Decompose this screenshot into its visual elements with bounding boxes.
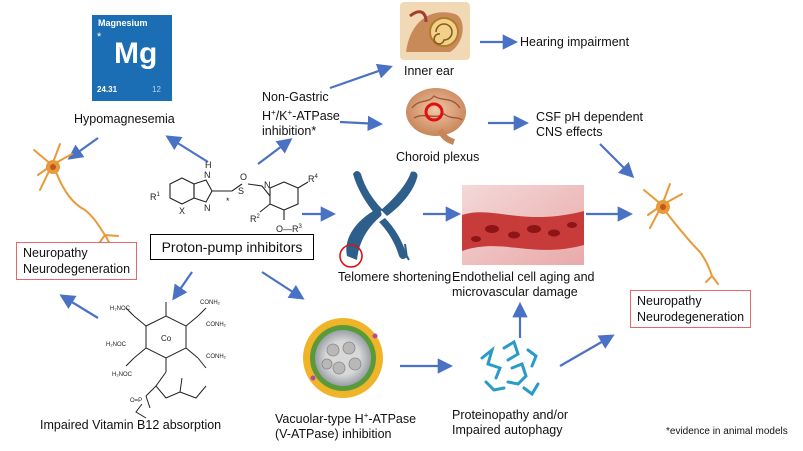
svg-text:Co: Co <box>161 334 172 343</box>
svg-text:CONH₂: CONH₂ <box>206 354 227 360</box>
vatpase-line1: Vacuolar-type H+-ATPase <box>275 411 417 427</box>
neuropathy-right-line2: Neurodegeneration <box>637 310 745 324</box>
neuropathy-box-left: Neuropathy Neurodegeneration <box>16 242 138 280</box>
choroid-plexus-label: Choroid plexus <box>396 150 480 164</box>
mg-star: * <box>97 31 102 43</box>
arrow-nongastric-to-innerear <box>329 63 393 90</box>
neuropathy-right-line1: Neuropathy <box>637 294 702 308</box>
vatpase-label: Vacuolar-type H+-ATPase (V-ATPase) inhib… <box>275 408 416 442</box>
ppi-r2: R2 <box>250 214 261 224</box>
arrow-csf-to-neuron <box>599 143 635 179</box>
arrow-ppi-to-vatpase <box>261 271 305 300</box>
svg-text:H₂NOC: H₂NOC <box>106 342 127 348</box>
nongastric-line3: inhibition* <box>262 124 317 139</box>
ppi-r3: O—R3 <box>276 224 303 234</box>
blood-vessel-icon <box>462 185 584 265</box>
ppi-n2: N <box>204 203 211 213</box>
hearing-impairment-label: Hearing impairment <box>520 35 630 49</box>
vatpase-line2: (V-ATPase) inhibition <box>275 427 392 442</box>
proteinopathy-label: Proteinopathy and/or Impaired autophagy <box>452 408 568 438</box>
ppi-r1: R1 <box>150 192 161 202</box>
svg-text:O=P: O=P <box>130 398 142 404</box>
ppi-h: H <box>205 160 212 170</box>
ppi-n1: N <box>204 170 211 180</box>
proteinopathy-line2: Impaired autophagy <box>452 423 563 437</box>
neuropathy-left-line1: Neuropathy <box>23 246 88 260</box>
nongastric-line1: Non-Gastric <box>262 90 329 104</box>
svg-text:CONH₂: CONH₂ <box>206 322 227 328</box>
hypomagnesemia-label: Hypomagnesemia <box>74 112 175 126</box>
protein-aggregate-icon <box>480 339 540 397</box>
arrows <box>59 34 635 374</box>
vatpase-icon <box>303 318 383 398</box>
nongastric-line2: H+/K+-ATPase <box>262 108 340 124</box>
endothelial-line2: microvascular damage <box>452 285 578 299</box>
mg-element-name: Magnesium <box>98 18 148 28</box>
magnesium-tile: Magnesium * Mg 24.31 12 <box>92 15 172 101</box>
arrow-ppi-to-nongastric <box>257 138 293 165</box>
endothelial-label: Endothelial cell aging and microvascular… <box>452 270 594 300</box>
telomere-label: Telomere shortening <box>338 270 452 284</box>
ppi-n3: N <box>264 180 271 190</box>
svg-text:H₂NOC: H₂NOC <box>112 372 133 378</box>
ppi-s: S <box>238 186 244 196</box>
footnote: *evidence in animal models <box>666 426 788 437</box>
ppi-o: O <box>240 172 247 182</box>
endothelial-line1: Endothelial cell aging and <box>452 270 595 284</box>
ppi-box: Proton-pump inhibitors <box>150 234 314 260</box>
arrow-nongastric-to-choroid <box>339 115 384 132</box>
mg-mass: 24.31 <box>97 85 118 94</box>
ppi-star: * <box>226 196 230 206</box>
neuropathy-left-line2: Neurodegeneration <box>23 262 131 276</box>
chromosome-icon <box>339 171 418 268</box>
cobalamin-structure-icon: Co H₂NOC CONH₂ CONH₂ H₂NOC CONH₂ H₂NOC O… <box>106 300 227 419</box>
neuron-icon <box>643 183 719 285</box>
arrow-hypomagnesemia-to-neuron <box>67 137 99 160</box>
csf-label: CSF pH dependent CNS effects <box>536 110 643 140</box>
ppi-x: X <box>179 206 185 216</box>
inner-ear-label: Inner ear <box>404 64 455 78</box>
neuron-icon <box>33 143 119 245</box>
nongastric-label: Non-Gastric H+/K+-ATPase inhibition* <box>262 90 340 139</box>
ppi-r4: R4 <box>308 174 319 184</box>
csf-line2: CNS effects <box>536 125 603 139</box>
mg-symbol: Mg <box>114 37 158 70</box>
b12-label: Impaired Vitamin B12 absorption <box>40 418 222 432</box>
neuropathy-box-right: Neuropathy Neurodegeneration <box>630 290 752 328</box>
arrow-ppi-to-hypomagnesemia <box>165 135 209 163</box>
ppi-structure-icon: R1 X N H N S * O N R4 R2 O—R3 <box>150 160 319 234</box>
svg-text:CONH₂: CONH₂ <box>200 300 221 306</box>
csf-line1: CSF pH dependent <box>536 110 644 124</box>
arrow-b12-to-neuroleft <box>59 294 99 319</box>
svg-text:H₂NOC: H₂NOC <box>110 306 131 312</box>
mg-atomic-number: 12 <box>152 85 161 94</box>
arrow-ppi-to-b12 <box>172 271 193 301</box>
proteinopathy-line1: Proteinopathy and/or <box>452 408 569 422</box>
inner-ear-icon <box>400 2 470 60</box>
brain-icon <box>406 88 466 145</box>
arrow-proteinopathy-to-neuroright <box>559 334 615 367</box>
